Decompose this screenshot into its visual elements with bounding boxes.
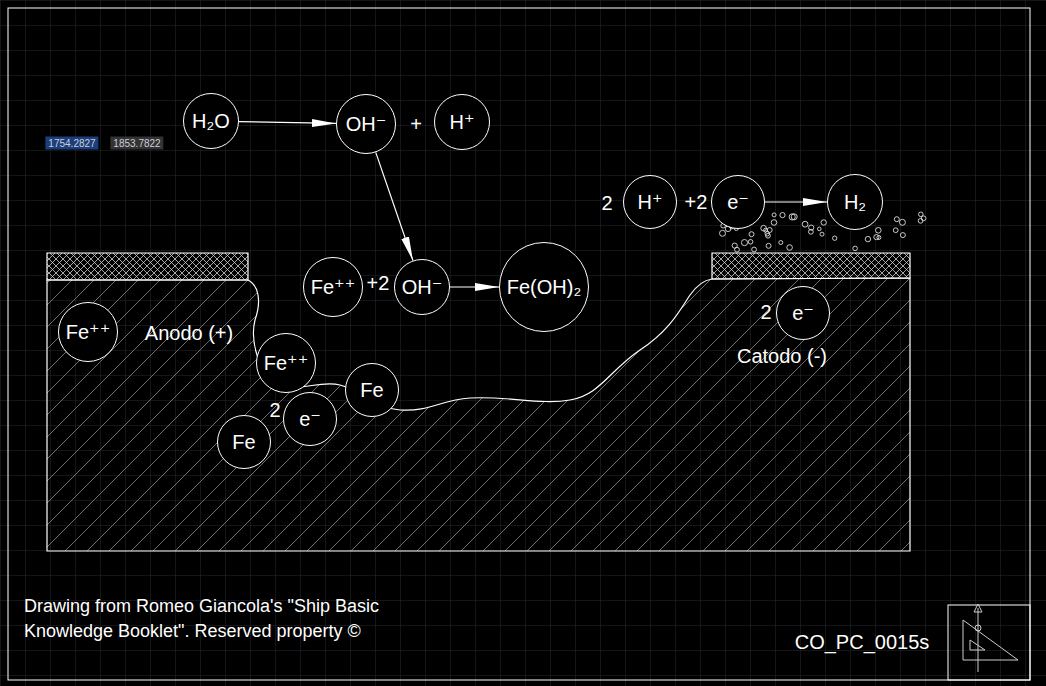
reaction-arrow <box>450 286 499 287</box>
reaction-arrow <box>765 201 827 202</box>
ion-text: Fe⁺⁺ <box>264 351 308 375</box>
coating-right <box>712 253 910 279</box>
ion-circle: H⁺ <box>434 94 490 150</box>
ion-text: Fe⁺⁺ <box>311 275 355 299</box>
frame <box>8 8 1030 680</box>
ion-text: e⁻ <box>792 301 814 325</box>
reaction-arrow <box>239 122 336 124</box>
ion-circle: e⁻ <box>711 175 765 229</box>
ion-circle: Fe⁺⁺ <box>303 257 363 317</box>
ion-circle: Fe(OH)₂ <box>499 242 589 332</box>
drawing-code: CO_PC_0015s <box>795 631 930 654</box>
coating-left <box>47 253 248 280</box>
plus-sign: + <box>410 113 422 136</box>
ion-circle: H⁺ <box>623 175 677 229</box>
ion-circle: Fe <box>345 363 399 417</box>
ion-circle: e⁻ <box>776 286 830 340</box>
ion-circle: H₂O <box>183 93 239 149</box>
ion-text: OH⁻ <box>346 112 387 136</box>
ion-circle: Fe⁺⁺ <box>58 302 118 362</box>
coefficient: +2 <box>367 272 390 295</box>
cathode-label: Catodo (-) <box>737 345 827 368</box>
coordinate-readout: 1754.2827 <box>45 137 98 150</box>
logo <box>963 604 1018 672</box>
ion-circle: Fe⁺⁺ <box>256 333 316 393</box>
reaction-arrow <box>376 152 413 260</box>
metal-block <box>47 278 910 551</box>
ion-text: Fe⁺⁺ <box>66 320 110 344</box>
logo-box <box>948 605 1030 680</box>
ion-text: H₂O <box>192 110 230 133</box>
ion-circle: OH⁻ <box>336 94 396 154</box>
coefficient: 2 <box>269 399 280 422</box>
coefficient: 2 <box>601 192 612 215</box>
coefficient: 2 <box>760 301 771 324</box>
ion-text: Fe(OH)₂ <box>507 276 581 299</box>
anode-label: Anodo (+) <box>145 322 233 345</box>
ion-text: e⁻ <box>727 190 749 214</box>
credit-caption: Drawing from Romeo Giancola's "Ship Basi… <box>24 594 464 644</box>
ion-text: H⁺ <box>638 190 663 214</box>
coefficient: +2 <box>685 191 708 214</box>
ion-text: OH⁻ <box>402 275 443 299</box>
ion-text: H₂ <box>844 191 866 214</box>
coordinate-readout: 1853.7822 <box>110 137 163 150</box>
ion-text: Fe <box>360 379 383 402</box>
ion-circle: H₂ <box>827 174 883 230</box>
ion-circle: OH⁻ <box>394 259 450 315</box>
ion-text: H⁺ <box>450 110 475 134</box>
ion-circle: e⁻ <box>283 392 337 446</box>
ion-text: e⁻ <box>299 407 321 431</box>
ion-text: Fe <box>232 431 255 454</box>
ion-circle: Fe <box>217 415 271 469</box>
